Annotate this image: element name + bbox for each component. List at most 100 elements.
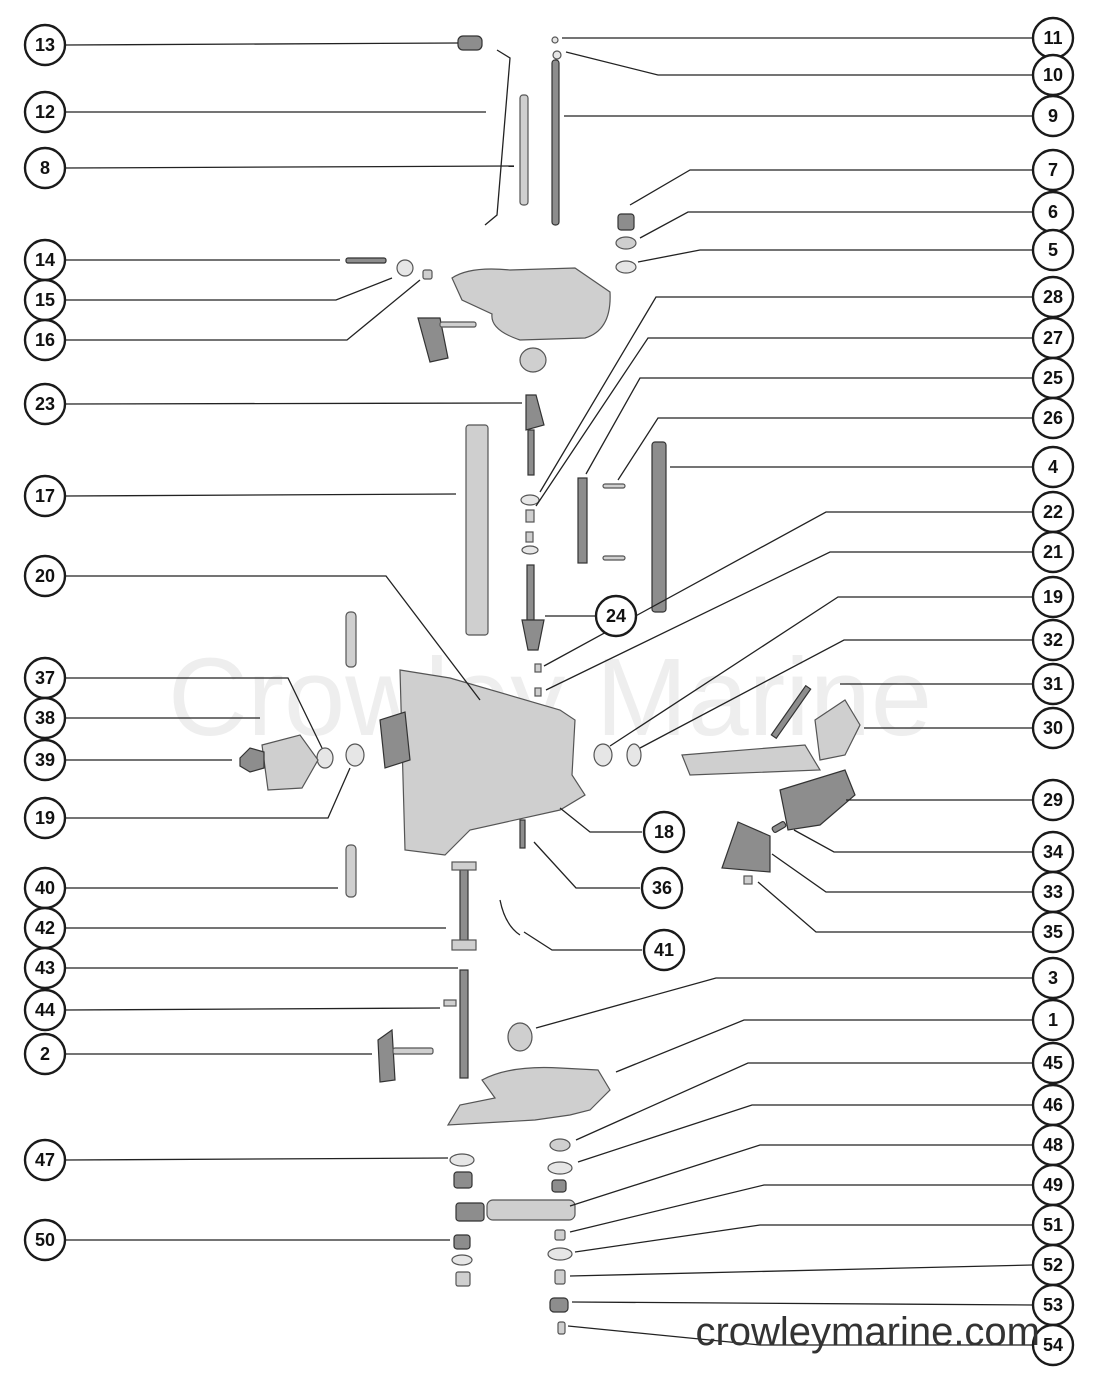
callout-23: 23 <box>23 382 67 426</box>
svg-text:3: 3 <box>1048 968 1058 988</box>
callout-46: 46 <box>1031 1083 1075 1127</box>
svg-text:16: 16 <box>35 330 55 350</box>
callout-38: 38 <box>23 696 67 740</box>
callout-9: 9 <box>1031 94 1075 138</box>
callout-54: 54 <box>1031 1323 1075 1367</box>
callout-31: 31 <box>1031 662 1075 706</box>
part-washer-19-right <box>593 743 613 767</box>
leader-lines <box>65 37 1033 1346</box>
part-pin-upper-left <box>345 611 357 668</box>
part-rod-4 <box>651 441 667 613</box>
callout-41: 41 <box>642 928 686 972</box>
callout-48: 48 <box>1031 1123 1075 1167</box>
part-clamp-screw-lower <box>377 1028 396 1083</box>
part-nut-53 <box>549 1297 569 1313</box>
part-washer-51 <box>547 1247 573 1261</box>
callout-37: 37 <box>23 656 67 700</box>
part-lever-29 <box>779 769 856 831</box>
svg-text:33: 33 <box>1043 882 1063 902</box>
part-nut-47b <box>453 1171 473 1189</box>
part-rod-43 <box>459 969 469 1079</box>
svg-text:1: 1 <box>1048 1010 1058 1030</box>
callout-44: 44 <box>23 988 67 1032</box>
svg-text:41: 41 <box>654 940 674 960</box>
svg-text:22: 22 <box>1043 502 1063 522</box>
part-lower-clamp-1 <box>446 1066 611 1126</box>
part-clamp-screw-upper <box>417 317 449 363</box>
part-bolt-42 <box>459 867 469 949</box>
svg-text:51: 51 <box>1043 1215 1063 1235</box>
callout-25: 25 <box>1031 356 1075 400</box>
part-bolt-14 <box>345 257 387 264</box>
callout-14: 14 <box>23 238 67 282</box>
callout-1: 1 <box>1031 998 1075 1042</box>
svg-text:25: 25 <box>1043 368 1063 388</box>
part-screw-44 <box>443 999 457 1007</box>
part-washer-46 <box>547 1161 573 1175</box>
callout-17: 17 <box>23 474 67 518</box>
callout-51: 51 <box>1031 1203 1075 1247</box>
watermark-bottom: crowleymarine.com <box>695 1310 1040 1354</box>
svg-text:38: 38 <box>35 708 55 728</box>
svg-text:53: 53 <box>1043 1295 1063 1315</box>
callout-21: 21 <box>1031 530 1075 574</box>
part-pin-40 <box>345 844 357 898</box>
callout-11: 11 <box>1031 16 1075 60</box>
callout-28: 28 <box>1031 275 1075 319</box>
part-nut-16 <box>422 269 433 280</box>
svg-text:13: 13 <box>35 35 55 55</box>
svg-text:35: 35 <box>1043 922 1063 942</box>
callout-12: 12 <box>23 90 67 134</box>
part-cap-30 <box>814 699 861 761</box>
callout-27: 27 <box>1031 316 1075 360</box>
part-washer-45 <box>549 1138 571 1152</box>
callout-8: 8 <box>23 146 67 190</box>
callout-2: 2 <box>23 1032 67 1076</box>
part-screw-54 <box>557 1321 566 1335</box>
part-washer-6 <box>615 236 637 250</box>
svg-text:48: 48 <box>1043 1135 1063 1155</box>
callout-18: 18 <box>642 810 686 854</box>
part-swivel-bracket-18 <box>399 669 586 856</box>
part-nut-39 <box>239 747 265 773</box>
part-bolt-52 <box>554 1269 566 1285</box>
svg-text:30: 30 <box>1043 718 1063 738</box>
part-nut-7 <box>617 213 635 231</box>
svg-text:36: 36 <box>652 878 672 898</box>
part-pin-34 <box>771 821 787 833</box>
svg-text:15: 15 <box>35 290 55 310</box>
callout-15: 15 <box>23 278 67 322</box>
svg-text:24: 24 <box>606 606 626 626</box>
svg-text:31: 31 <box>1043 674 1063 694</box>
callout-10: 10 <box>1031 53 1075 97</box>
svg-text:6: 6 <box>1048 202 1058 222</box>
svg-text:18: 18 <box>654 822 674 842</box>
svg-text:42: 42 <box>35 918 55 938</box>
callout-7: 7 <box>1031 148 1075 192</box>
part-rod-12 <box>484 49 511 226</box>
callout-52: 52 <box>1031 1243 1075 1287</box>
svg-text:14: 14 <box>35 250 55 270</box>
svg-text:37: 37 <box>35 668 55 688</box>
callout-43: 43 <box>23 946 67 990</box>
part-washer-15 <box>396 259 414 277</box>
part-grip-13 <box>457 35 483 51</box>
callout-24: 24 <box>594 594 638 638</box>
svg-text:19: 19 <box>35 808 55 828</box>
svg-text:54: 54 <box>1043 1335 1063 1355</box>
part-ring-11 <box>551 36 559 44</box>
callout-36: 36 <box>640 866 684 910</box>
callout-22: 22 <box>1031 490 1075 534</box>
svg-text:26: 26 <box>1043 408 1063 428</box>
svg-text:9: 9 <box>1048 106 1058 126</box>
svg-text:29: 29 <box>1043 790 1063 810</box>
callout-6: 6 <box>1031 190 1075 234</box>
part-rod-9 <box>551 59 560 226</box>
part-ring-10 <box>552 50 562 60</box>
part-pin-21 <box>534 687 542 697</box>
svg-text:2: 2 <box>40 1044 50 1064</box>
callout-40: 40 <box>23 866 67 910</box>
part-drawings <box>239 35 861 1335</box>
part-block-33 <box>721 821 771 873</box>
callout-bubbles: 13 12 8 14 15 16 23 17 20 37 38 39 19 40… <box>23 16 1075 1367</box>
